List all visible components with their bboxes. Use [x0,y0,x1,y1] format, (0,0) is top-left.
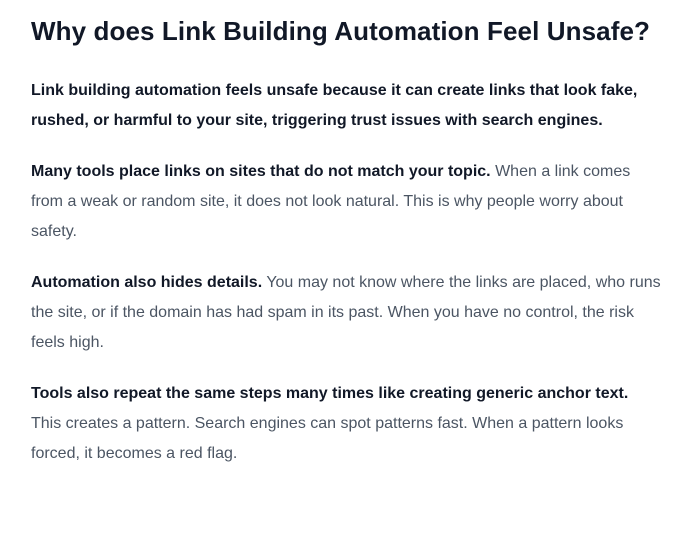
paragraph-emphasis: Tools also repeat the same steps many ti… [31,385,629,402]
lead-paragraph: Link building automation feels unsafe be… [31,82,638,129]
paragraph-emphasis: Many tools place links on sites that do … [31,163,491,180]
section-heading: Why does Link Building Automation Feel U… [31,16,650,46]
paragraph-body: This creates a pattern. Search engines c… [31,415,624,462]
paragraph-body: When a link comes from a weak or random … [31,163,631,240]
paragraph-body: You may not know where the links are pla… [31,274,661,351]
paragraph-repeated-patterns: Tools also repeat the same steps many ti… [31,379,661,469]
paragraph-emphasis: Automation also hides details. [31,274,263,291]
article-section: Why does Link Building Automation Feel U… [31,14,661,469]
paragraph-topic-mismatch: Many tools place links on sites that do … [31,157,661,247]
paragraph-hidden-details: Automation also hides details. You may n… [31,268,661,358]
